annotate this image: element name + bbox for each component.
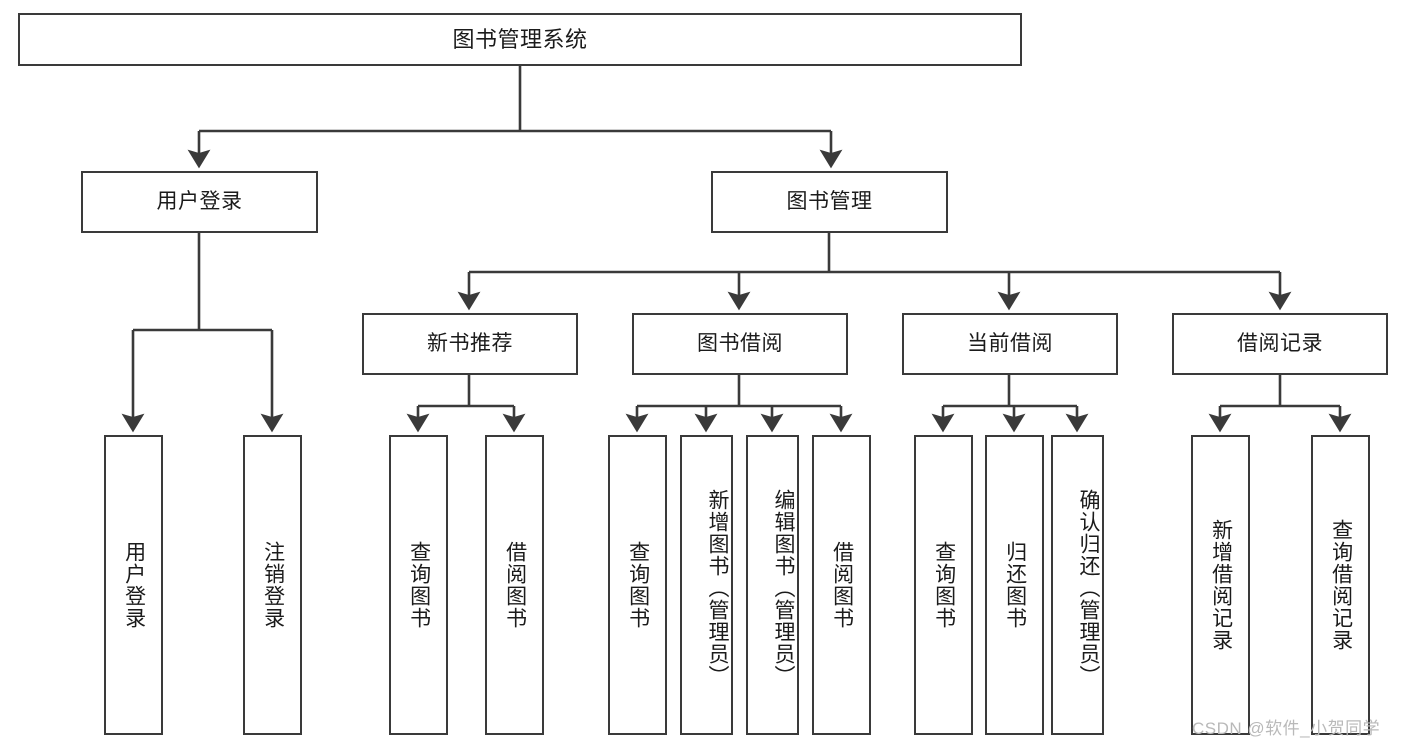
node-root[interactable]: 图书管理系统 xyxy=(18,13,1022,66)
node-leaf-edit-book-label: 编辑图书（管理员） xyxy=(772,489,795,687)
edge-root-to-level2 xyxy=(187,66,843,169)
node-leaf-add-book-label: 新增图书（管理员） xyxy=(706,489,729,687)
node-leaf-query-book-3-label: 查询图书 xyxy=(932,541,956,629)
node-leaf-borrow-book-2-label: 借阅图书 xyxy=(830,541,854,629)
node-leaf-edit-book[interactable]: 编辑图书（管理员） xyxy=(746,435,799,735)
node-leaf-query-book-3[interactable]: 查询图书 xyxy=(914,435,973,735)
node-leaf-user-login[interactable]: 用户登录 xyxy=(104,435,163,735)
node-user-login[interactable]: 用户登录 xyxy=(81,171,318,233)
node-leaf-query-book-1-label: 查询图书 xyxy=(407,541,431,629)
node-current-borrow[interactable]: 当前借阅 xyxy=(902,313,1118,375)
node-leaf-add-record-label: 新增借阅记录 xyxy=(1209,519,1233,651)
node-book-manage[interactable]: 图书管理 xyxy=(711,171,948,233)
edge-bookmanage-to-level3 xyxy=(457,233,1292,311)
watermark-text: CSDN @软件_小贺同学 xyxy=(1192,719,1381,738)
node-leaf-query-book-2[interactable]: 查询图书 xyxy=(608,435,667,735)
node-leaf-query-book-1[interactable]: 查询图书 xyxy=(389,435,448,735)
edge-bookborrow-to-leaves xyxy=(625,375,853,433)
edge-borrowrecord-to-leaves xyxy=(1208,375,1352,433)
edge-newbook-to-leaves xyxy=(406,375,526,433)
node-book-borrow-label: 图书借阅 xyxy=(697,331,783,355)
node-leaf-confirm-return[interactable]: 确认归还（管理员） xyxy=(1051,435,1104,735)
edge-currentborrow-to-leaves xyxy=(931,375,1089,433)
node-leaf-query-record-label: 查询借阅记录 xyxy=(1329,519,1353,651)
node-borrow-record-label: 借阅记录 xyxy=(1237,331,1323,355)
node-leaf-borrow-book-1-label: 借阅图书 xyxy=(503,541,527,629)
node-leaf-logout[interactable]: 注销登录 xyxy=(243,435,302,735)
node-leaf-borrow-book-1[interactable]: 借阅图书 xyxy=(485,435,544,735)
node-new-book-recommend-label: 新书推荐 xyxy=(427,331,513,355)
node-root-label: 图书管理系统 xyxy=(452,26,588,52)
node-leaf-return-book[interactable]: 归还图书 xyxy=(985,435,1044,735)
node-leaf-return-book-label: 归还图书 xyxy=(1003,541,1027,629)
node-leaf-borrow-book-2[interactable]: 借阅图书 xyxy=(812,435,871,735)
node-leaf-add-book[interactable]: 新增图书（管理员） xyxy=(680,435,733,735)
node-user-login-label: 用户登录 xyxy=(156,189,243,213)
node-leaf-query-record[interactable]: 查询借阅记录 xyxy=(1311,435,1370,735)
node-leaf-logout-label: 注销登录 xyxy=(261,541,285,629)
node-book-borrow[interactable]: 图书借阅 xyxy=(632,313,848,375)
edge-userlogin-to-leaves xyxy=(121,233,284,433)
node-new-book-recommend[interactable]: 新书推荐 xyxy=(362,313,578,375)
node-borrow-record[interactable]: 借阅记录 xyxy=(1172,313,1388,375)
node-leaf-confirm-return-label: 确认归还（管理员） xyxy=(1077,489,1100,687)
node-leaf-user-login-label: 用户登录 xyxy=(122,541,146,629)
node-current-borrow-label: 当前借阅 xyxy=(967,331,1053,355)
node-leaf-query-book-2-label: 查询图书 xyxy=(626,541,650,629)
node-book-manage-label: 图书管理 xyxy=(786,189,873,213)
node-leaf-add-record[interactable]: 新增借阅记录 xyxy=(1191,435,1250,735)
